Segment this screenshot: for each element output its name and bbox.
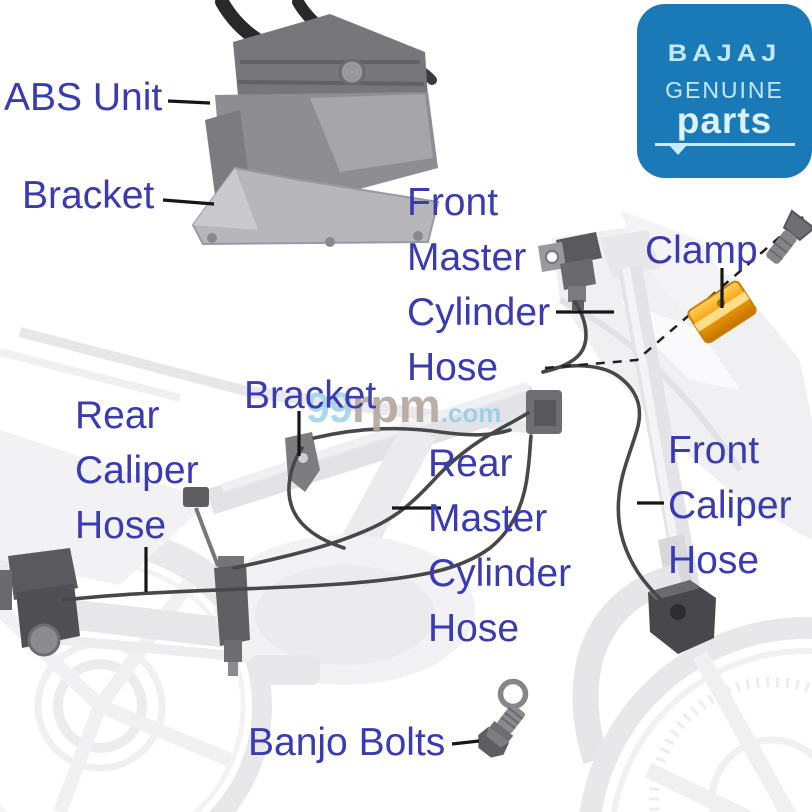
logo-brand-text: BAJAJ: [667, 39, 782, 67]
label-line: Caliper: [668, 484, 792, 527]
label-banjo-bolts: Banjo Bolts: [248, 721, 446, 764]
hose-bracket-loop: [287, 446, 346, 550]
label-front-master-cylinder-hose: Front Master Cylinder Hose: [407, 175, 550, 395]
rear-reservoir-part: [183, 487, 220, 567]
label-line: Master: [428, 497, 548, 540]
label-bracket-top: Bracket: [22, 174, 155, 217]
logo-underline: [654, 143, 795, 155]
label-line: Cylinder: [407, 291, 551, 334]
dashed-pointer-line: [544, 216, 804, 370]
engine-inner: [255, 565, 435, 665]
watermark-99: 99: [306, 384, 353, 432]
label-rear-master-cylinder-hose: Rear Master Cylinder Hose: [428, 436, 571, 656]
abs-bracket-drawing: [191, 166, 440, 247]
label-abs-unit: ABS Unit: [4, 76, 163, 119]
clamp-bolt-part: [766, 209, 812, 264]
logo-genuine-text: GENUINE: [665, 77, 784, 103]
hose-rear-master-cylinder: [232, 411, 530, 570]
rear-master-cylinder-part: [214, 556, 250, 676]
label-line: Hose: [668, 539, 760, 582]
banjo-washer-part: [497, 678, 529, 710]
label-line: Hose: [407, 346, 499, 389]
label-line: Caliper: [75, 449, 199, 492]
hose-junction-part: [526, 390, 562, 434]
bracket-mid-part: [285, 432, 320, 492]
label-line: Front: [407, 181, 499, 224]
hose-bracket-to-junction: [312, 426, 512, 440]
label-line: Hose: [75, 504, 167, 547]
label-bracket-mid: Bracket: [244, 374, 377, 417]
leader-lines: [144, 99, 724, 746]
front-master-cylinder-part: [538, 232, 602, 310]
bajaj-genuine-parts-logo: BAJAJ GENUINE parts: [637, 4, 812, 178]
leader-abs-unit: [167, 99, 211, 105]
logo-parts-text: parts: [676, 100, 773, 141]
label-line: Rear: [428, 442, 513, 485]
label-line: Front: [668, 429, 760, 472]
label-line: Master: [407, 236, 527, 279]
label-line: Cylinder: [428, 552, 572, 595]
footpeg-bracket: [250, 655, 320, 685]
leader-banjo-bolts: [451, 739, 480, 746]
banjo-bolt-part: [478, 704, 526, 758]
label-clamp: Clamp: [645, 229, 758, 272]
watermark-dotcom: .com: [440, 398, 502, 428]
tail-panel: [0, 430, 210, 585]
front-wheel: [579, 617, 812, 812]
logo-chevron-down-icon: [668, 145, 687, 155]
hose-front-caliper: [541, 363, 667, 606]
label-rear-caliper-hose: Rear Caliper Hose: [75, 388, 199, 553]
label-line: Rear: [75, 394, 160, 437]
leader-bracket-top: [162, 198, 215, 206]
hose-rear-caliper: [62, 434, 533, 602]
label-front-caliper-hose: Front Caliper Hose: [668, 423, 792, 588]
front-caliper-part: [648, 580, 716, 654]
label-line: Hose: [428, 607, 520, 650]
watermark-rpm: rpm: [351, 379, 441, 432]
abs-unit-drawing: [191, 0, 440, 247]
